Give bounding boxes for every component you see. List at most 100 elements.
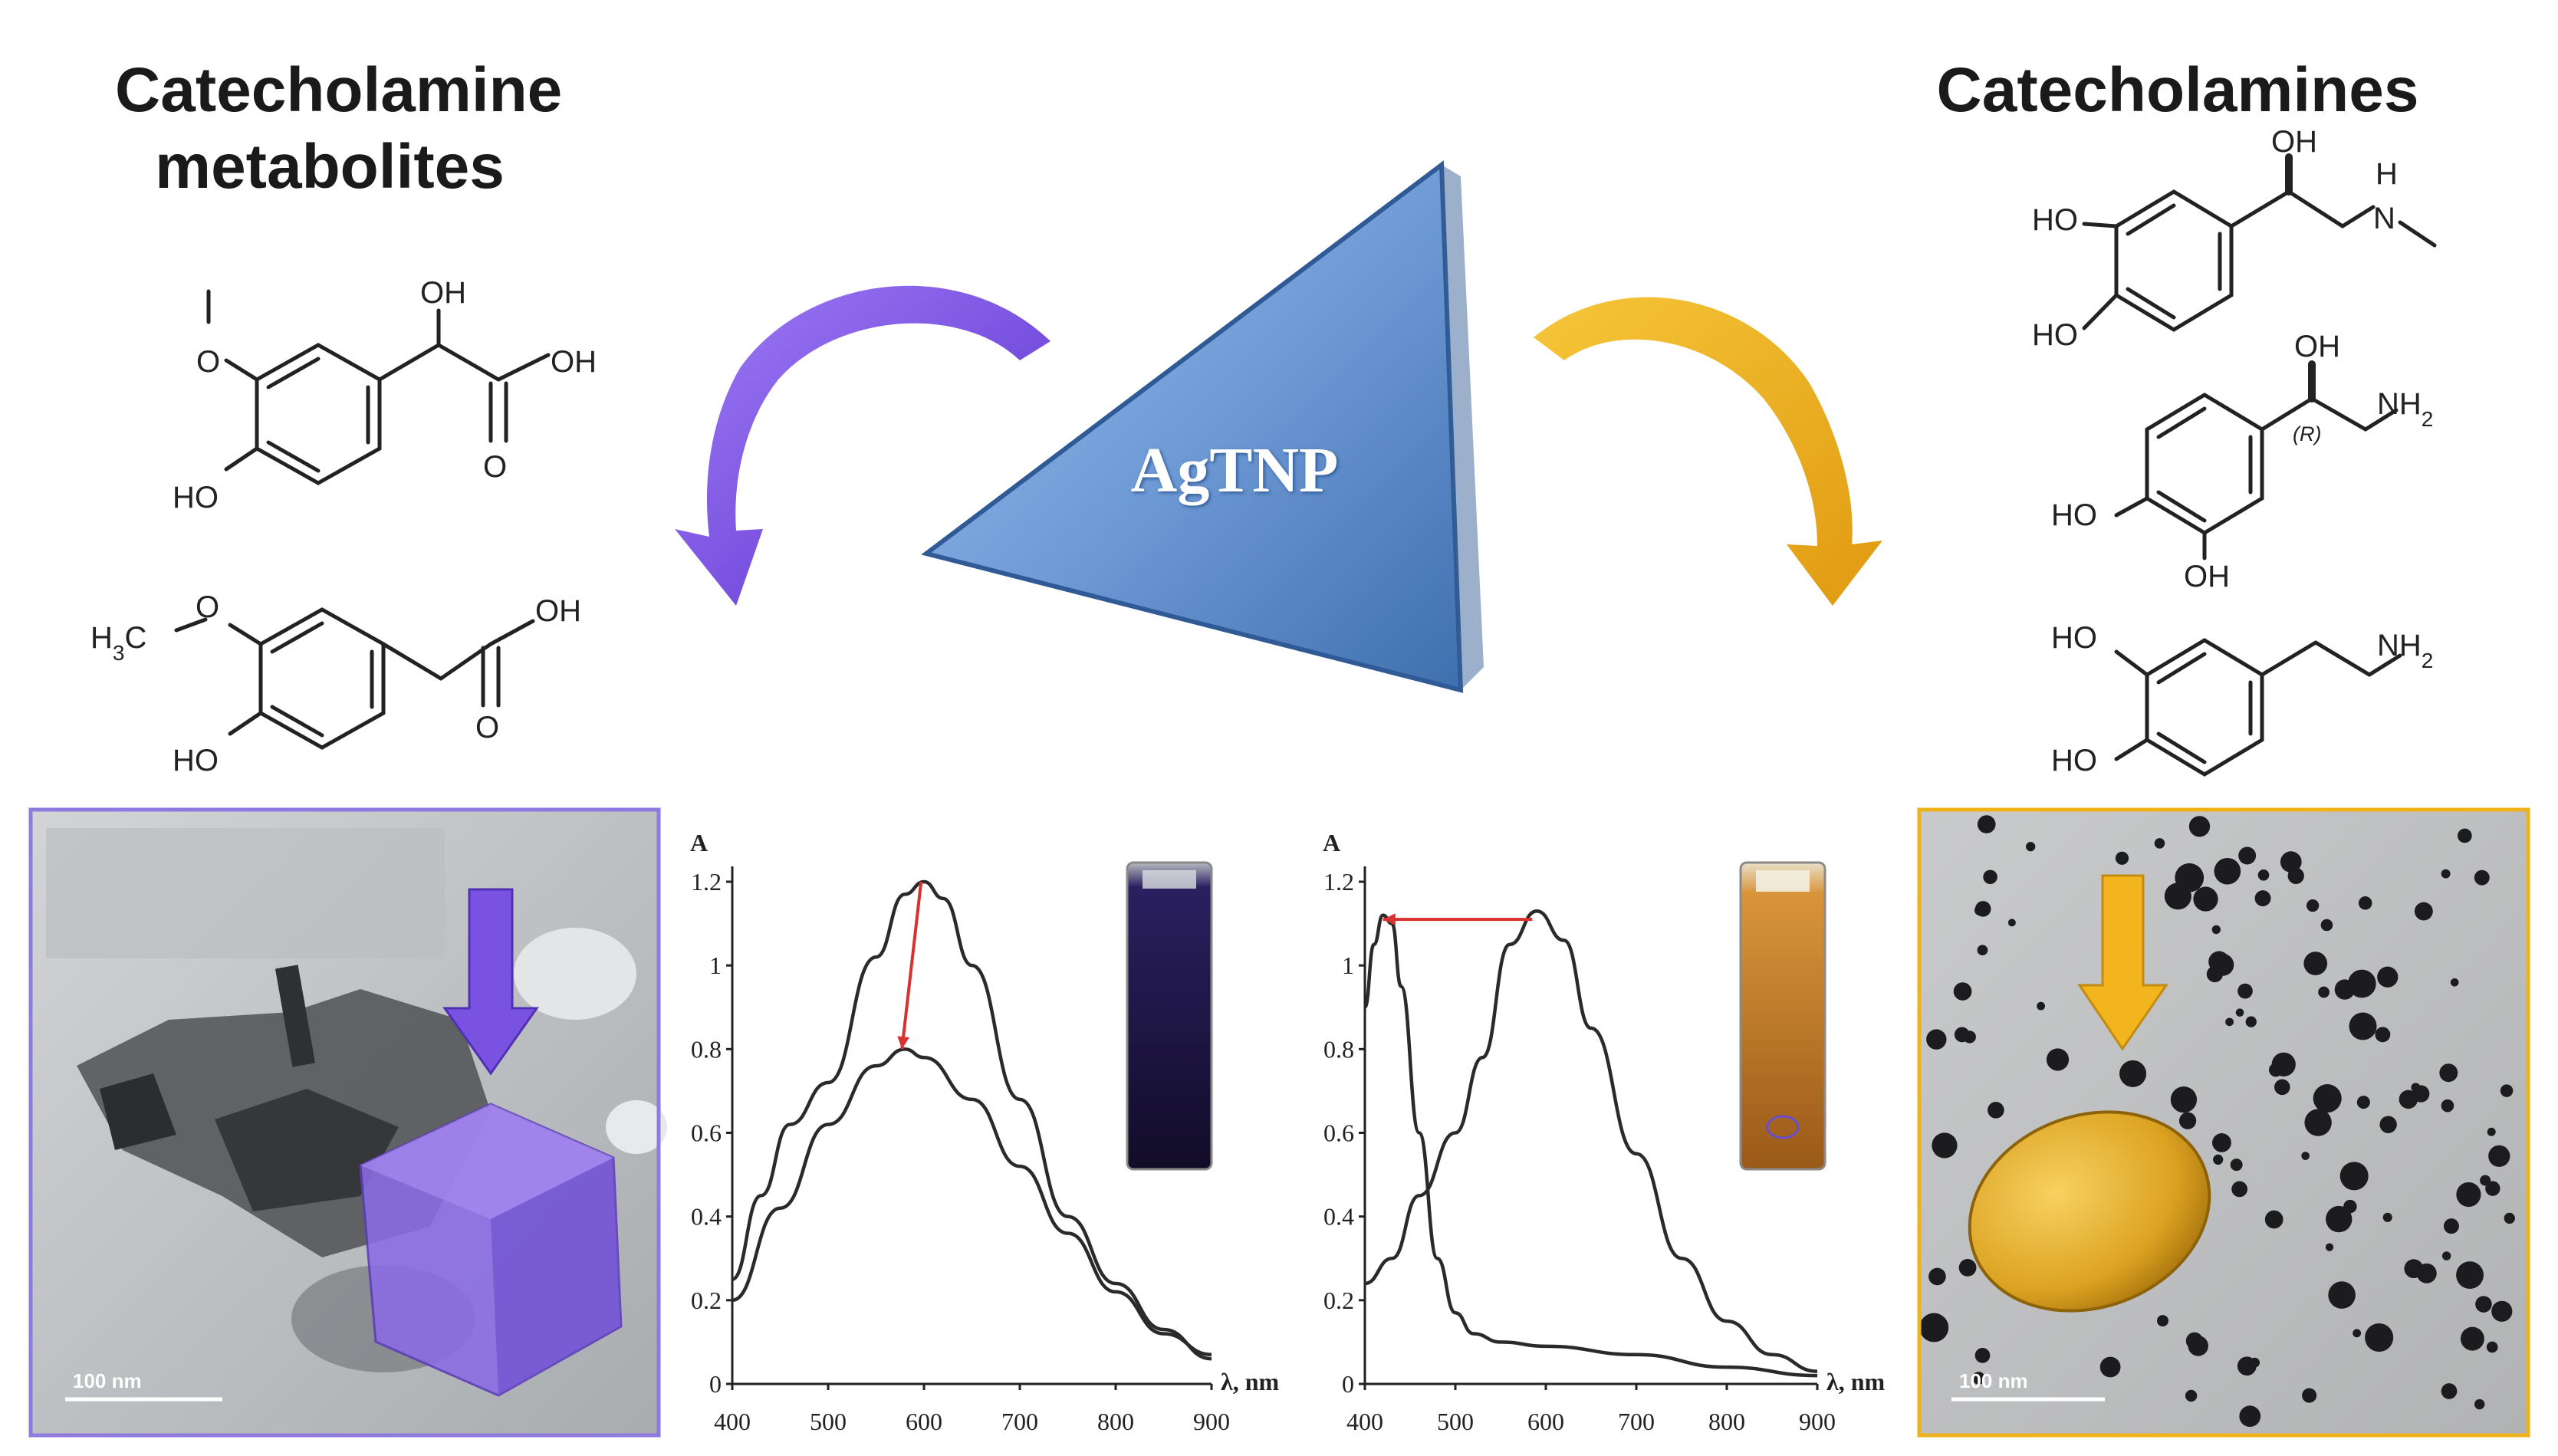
y-axis-label: A — [1323, 829, 1340, 856]
molecule-dopamine: HO NH2 HO — [2051, 621, 2433, 777]
tem-image-left: 100 nm — [32, 811, 667, 1434]
nanoparticle — [2365, 1323, 2394, 1352]
y-tick-label: 0.4 — [691, 1203, 722, 1231]
shift-arrow-line — [900, 881, 923, 1050]
x-tick-label: 900 — [1193, 1408, 1230, 1435]
right-down-arrow — [2077, 874, 2168, 1051]
shift-arrow-head — [897, 1036, 909, 1050]
x-tick-label: 500 — [1437, 1408, 1474, 1435]
left-title: Catecholamine metabolites — [115, 55, 563, 202]
nanoparticle — [2474, 869, 2490, 886]
nanoparticle — [2193, 886, 2218, 912]
nanoparticle — [2488, 1145, 2510, 1167]
nanoparticle — [2353, 1329, 2362, 1338]
nanoparticle — [2347, 969, 2376, 998]
x-tick-label: 400 — [1346, 1408, 1383, 1435]
nanoparticle — [2458, 828, 2472, 843]
y-tick-label: 0.8 — [691, 1035, 722, 1063]
ne-label-2: NH2 — [2377, 387, 2433, 431]
tem-left-scale-label: 100 nm — [73, 1369, 142, 1392]
y-tick-label: 0.4 — [1323, 1203, 1354, 1231]
nanoparticle — [1932, 1132, 1958, 1159]
epi-label-1: OH — [2271, 125, 2317, 159]
agtnp-triangle — [921, 160, 1464, 693]
vma-label-2: OH — [420, 276, 466, 310]
nanoparticle — [2491, 1300, 2513, 1322]
x-tick-label: 400 — [714, 1408, 751, 1435]
nanoparticle — [2099, 1356, 2121, 1378]
nanoparticle — [2280, 851, 2302, 873]
nanoparticle — [2237, 1356, 2257, 1376]
nanoparticle — [2238, 846, 2257, 865]
nanoparticle — [2306, 899, 2320, 912]
nanoparticle — [1958, 1259, 1977, 1277]
nanoparticle — [2441, 1383, 2458, 1399]
vma-label-1: O — [196, 345, 220, 379]
nanoparticle — [2320, 919, 2333, 932]
nanoparticle — [1919, 1313, 1949, 1343]
epi-label-5: HO — [2032, 318, 2078, 352]
nanoparticle — [2119, 1060, 2147, 1087]
nanoparticle — [2412, 1085, 2430, 1103]
x-tick-label: 600 — [906, 1408, 942, 1435]
da-label-1: HO — [2051, 621, 2097, 655]
nanoparticle — [2475, 1296, 2492, 1313]
x-tick-label: 800 — [1097, 1408, 1134, 1435]
tem-left-frame — [28, 807, 661, 1438]
nanoparticle — [2328, 1281, 2356, 1309]
nanoparticle — [2213, 1154, 2224, 1165]
x-tick-label: 900 — [1799, 1408, 1836, 1435]
y-tick-label: 1.2 — [1323, 868, 1354, 896]
nanoparticle — [2157, 1315, 2169, 1327]
y-tick-label: 0.6 — [1323, 1119, 1354, 1147]
nanoparticle — [2190, 873, 2199, 883]
series-line-2 — [732, 1047, 1212, 1357]
epi-label-3: N — [2373, 202, 2395, 235]
hva-label-1: H3C — [90, 621, 146, 665]
vma-label-5: HO — [173, 481, 219, 514]
nanoparticle — [2026, 842, 2036, 852]
tem-image-right: 100 nm — [1919, 811, 2527, 1434]
molecule-hva: H3C O OH O HO — [90, 590, 581, 777]
nanoparticle — [2441, 1099, 2454, 1113]
y-tick-label: 0 — [1342, 1370, 1354, 1398]
nanoparticle — [2235, 1008, 2244, 1017]
shift-arrow-head — [1383, 913, 1396, 925]
tem-right-frame — [1917, 807, 2530, 1438]
nanoparticle — [2211, 925, 2221, 935]
x-tick-label: 500 — [810, 1408, 847, 1435]
nanoparticle — [2474, 1398, 2485, 1410]
nanoparticle — [2274, 1079, 2290, 1096]
ne-label-3: (R) — [2293, 422, 2321, 445]
nanoparticle — [2504, 1212, 2515, 1224]
y-tick-label: 1 — [709, 951, 722, 979]
nanoparticle — [2339, 1162, 2369, 1191]
epi-label-4: HO — [2032, 203, 2078, 237]
y-tick-label: 0.6 — [691, 1119, 722, 1147]
nanoparticle — [2375, 1027, 2391, 1043]
nanoparticle — [2115, 851, 2129, 865]
nanoparticle — [2325, 1243, 2334, 1251]
nanoparticle — [2443, 1218, 2459, 1234]
nanoparticle — [2264, 1210, 2283, 1229]
nanoparticle — [2379, 1116, 2397, 1133]
vial-right — [1739, 861, 1826, 1171]
y-tick-label: 0.8 — [1323, 1035, 1354, 1063]
nanoparticle — [1972, 1372, 1985, 1385]
y-axis-label: A — [690, 829, 708, 856]
nanoparticle — [2313, 1084, 2342, 1113]
nanoparticle — [2007, 919, 2016, 927]
nanoparticle — [2318, 986, 2330, 998]
nanoparticle — [2268, 1063, 2283, 1077]
molecule-vma: O OH OH O HO — [173, 276, 597, 514]
hva-label-3: OH — [535, 594, 581, 628]
nanoparticle — [2439, 1063, 2458, 1083]
nanoparticle — [2404, 1259, 2424, 1279]
nanoparticle — [2487, 1127, 2496, 1136]
nanoparticle — [1988, 1102, 2004, 1119]
hva-label-4: O — [475, 711, 499, 744]
nanoparticle — [1953, 982, 1972, 1001]
y-tick-label: 1.2 — [691, 868, 722, 896]
nanoparticle — [2046, 1048, 2070, 1071]
ne-label-4: HO — [2051, 498, 2097, 532]
